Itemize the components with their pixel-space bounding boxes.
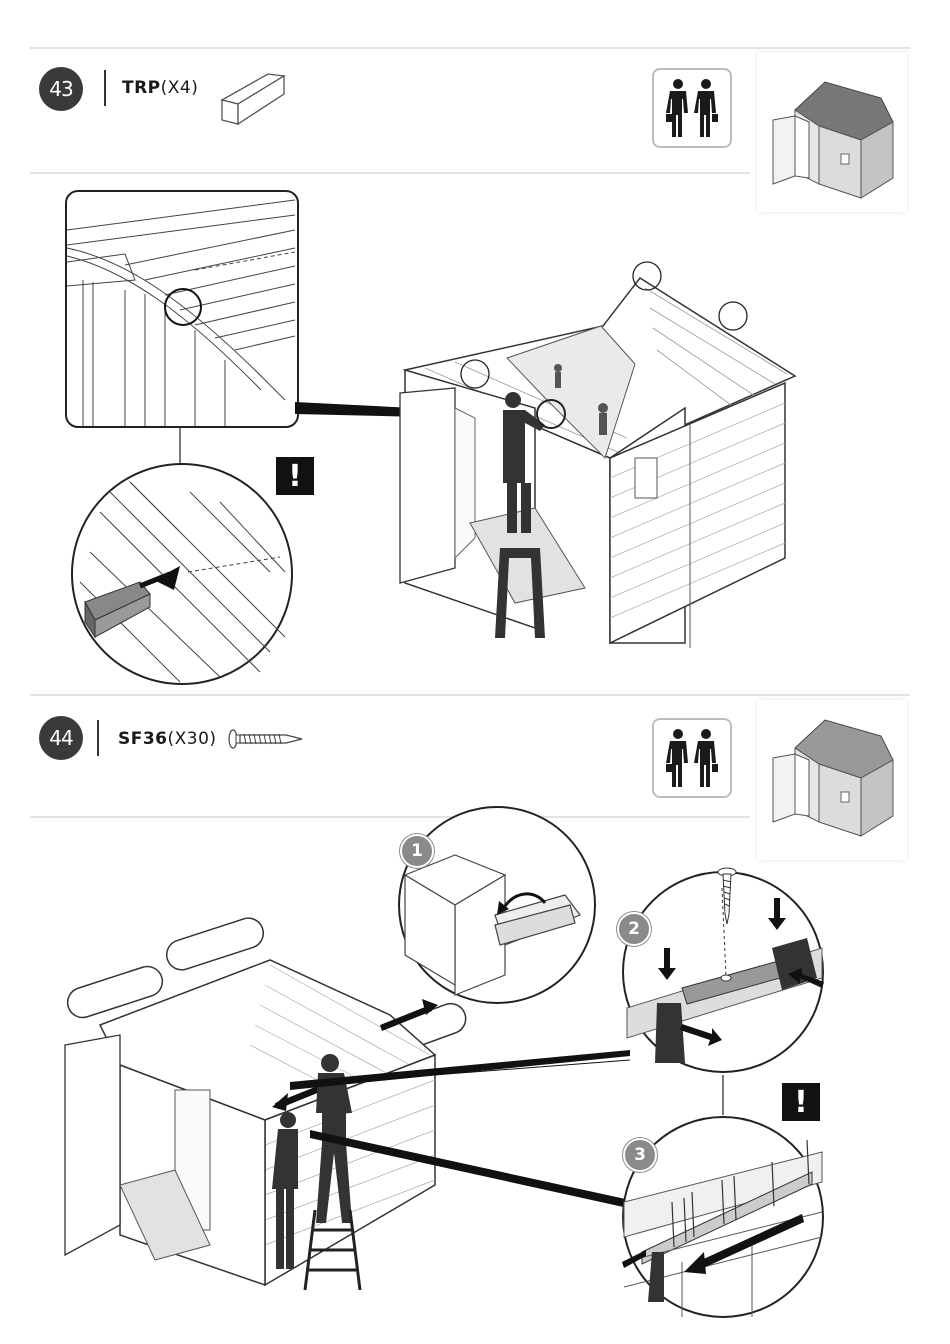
shed-thumbnail (757, 52, 907, 212)
detail-connector-lines (290, 1050, 650, 1210)
top-divider (30, 47, 910, 49)
details-connector-line (720, 1075, 726, 1115)
screw-icon (228, 728, 306, 750)
two-persons-icon (660, 726, 724, 790)
part-label: SF36(X30) (118, 729, 217, 749)
part-code: TRP (122, 78, 161, 98)
shed-thumbnail-image (765, 718, 899, 838)
callout-1-badge: 1 (400, 834, 434, 868)
callout-3-badge: 3 (623, 1138, 657, 1172)
part-label: TRP(X4) (122, 78, 198, 98)
wedge-insertion-detail (70, 462, 295, 687)
eave-detail-view (65, 190, 300, 430)
header-separator (104, 70, 106, 106)
shed-thumbnail (757, 700, 907, 860)
step-43-bottom-divider (30, 172, 750, 174)
screw-detail-icon (715, 866, 739, 926)
step-44-top-divider (30, 694, 910, 696)
part-quantity: (X4) (161, 78, 199, 98)
callout-2-badge: 2 (617, 912, 651, 946)
step-44-bottom-divider (30, 816, 750, 818)
step-number: 43 (39, 67, 83, 111)
part-code: SF36 (118, 729, 168, 749)
two-persons-badge (652, 68, 732, 148)
two-persons-badge (652, 718, 732, 798)
detail-1-view (395, 805, 600, 1005)
shed-roof-assembly-illustration (395, 258, 805, 648)
wedge-piece-icon (220, 68, 290, 128)
shed-thumbnail-image (765, 80, 899, 200)
two-persons-icon (660, 76, 724, 140)
step-number: 44 (39, 716, 83, 760)
header-separator (97, 720, 99, 756)
part-quantity: (X30) (168, 729, 217, 749)
